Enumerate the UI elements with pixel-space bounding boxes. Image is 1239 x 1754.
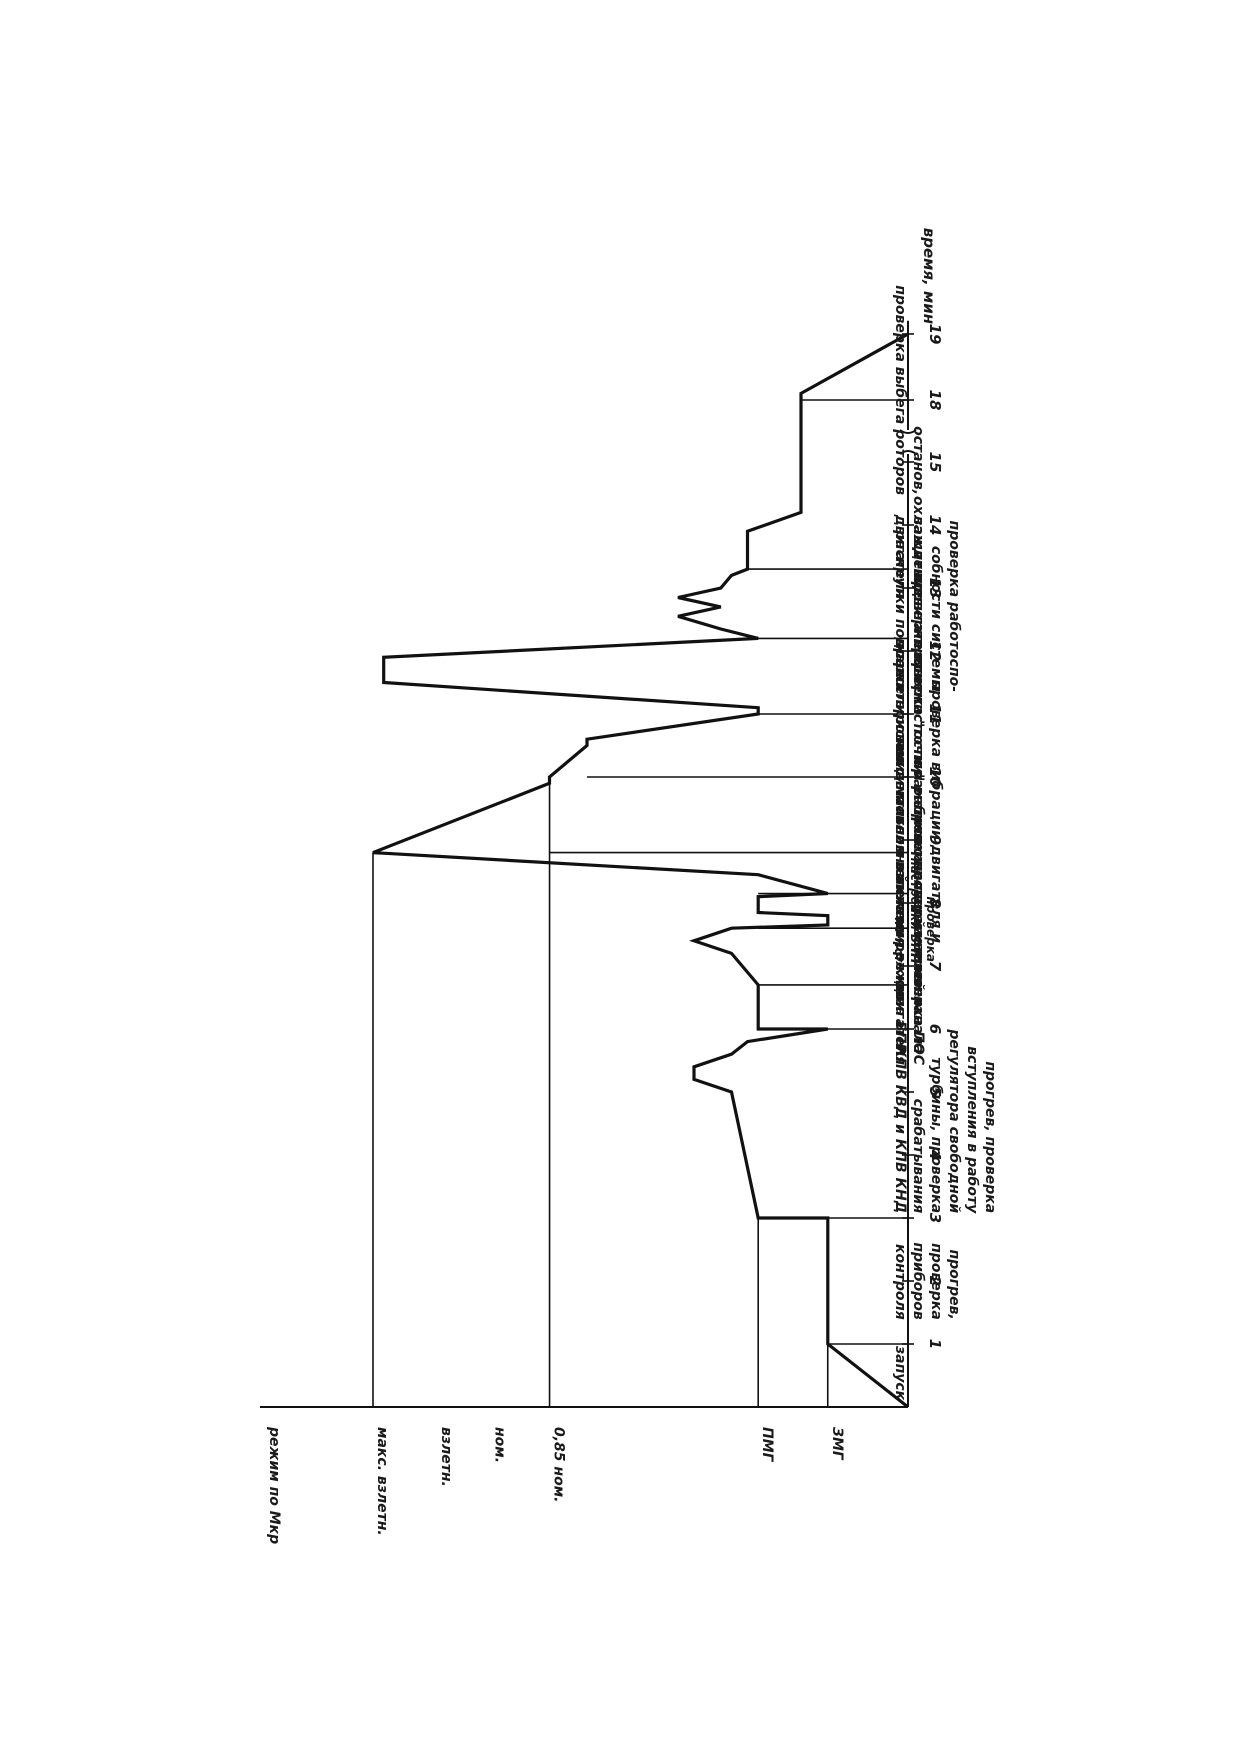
phase-annotation-line: приборов bbox=[910, 1242, 926, 1320]
phase-annotation-line: запуск bbox=[892, 1345, 908, 1401]
y-level-label-text: ПМГ bbox=[759, 1427, 775, 1463]
phase-annotation-line: по Пст bbox=[892, 917, 906, 963]
phase-annotation-line: охлаждение bbox=[910, 496, 926, 598]
phase-annotation-line: дросселирования bbox=[892, 636, 908, 781]
y-axis-label-text: режим по Мкр bbox=[266, 1426, 282, 1544]
phase-annotation-line: снижения режима БПР bbox=[892, 867, 908, 1054]
y-level-label: 0,85 ном. bbox=[551, 1427, 567, 1502]
phase-annotation-line: КПВ КВД и КПВ КНД bbox=[892, 1046, 908, 1213]
x-tick-label: 3 bbox=[926, 1213, 944, 1223]
x-tick-label: 8 bbox=[926, 898, 944, 908]
phase-annotation-line: проверка ПОС bbox=[910, 950, 926, 1066]
y-level-label-text: 0,85 ном. bbox=[551, 1427, 567, 1502]
x-tick-label: 13 bbox=[926, 578, 944, 599]
x-tick-label: 10 bbox=[926, 767, 944, 788]
level-reference-lines bbox=[372, 783, 829, 1407]
phase-annotation-line: проверка работоспо- bbox=[946, 521, 962, 693]
phase-annotation-line: характеристик двигателя bbox=[892, 643, 908, 853]
x-tick-label: 19 bbox=[926, 324, 944, 345]
phase-annotation-line: регулятора свободной bbox=[946, 1028, 962, 1213]
phase-annotation-line: максимальном взлетном режиме bbox=[892, 737, 908, 1006]
y-level-label: взлетн. bbox=[438, 1427, 454, 1487]
y-level-label: макс. взлетн. bbox=[374, 1427, 390, 1536]
x-tick-label: 1 bbox=[926, 1339, 944, 1349]
phase-annotation-line: прогрев, bbox=[946, 1249, 962, 1319]
y-level-label: ном. bbox=[492, 1427, 508, 1463]
axis-break-mark bbox=[899, 450, 917, 455]
phase-annotation-line: двигателя bbox=[892, 980, 908, 1065]
x-axis-label: время, мин bbox=[920, 228, 938, 324]
phase-annotation-line: проверка bbox=[928, 1243, 944, 1320]
phase-annotation-line: собности системы bbox=[928, 546, 944, 693]
phase-annotation-line: настройки БПР bbox=[908, 858, 922, 963]
x-tick-label: 4 bbox=[926, 1149, 944, 1160]
phase-annotation-line: проверка "точки" рабочих bbox=[910, 639, 926, 855]
x-tick-label: 15 bbox=[926, 452, 944, 473]
x-tick-label: 2 bbox=[926, 1276, 944, 1286]
x-tick-label: 6 bbox=[926, 1024, 944, 1034]
phase-annotation-line: контроля bbox=[892, 1244, 908, 1320]
x-tick-label: 12 bbox=[926, 641, 944, 662]
phase-annotation-line: проверка параметров на bbox=[910, 804, 926, 1006]
phase-annotation-line: вступления в работу bbox=[964, 1046, 980, 1214]
phase-separators bbox=[549, 399, 909, 1408]
phase-annotation-line: останов, bbox=[910, 426, 926, 495]
phase-annotation-line: прогрев, проверка bbox=[982, 1061, 998, 1213]
phase-annotation: запуск bbox=[892, 1345, 908, 1401]
phase-annotation-line: турбины, проверка bbox=[928, 1057, 944, 1213]
phase-annotation-line: параметров масляной и bbox=[910, 750, 926, 943]
x-tick-label: 18 bbox=[926, 390, 944, 411]
phase-annotation-line: проверка вибрации двигателя и bbox=[928, 680, 944, 943]
x-tick-label: 7 bbox=[926, 961, 944, 972]
x-tick-label: 14 bbox=[926, 515, 944, 536]
phase-annotation-line: защиты двигателя от bbox=[910, 516, 926, 693]
y-axis-label: режим по Мкр bbox=[266, 1426, 282, 1544]
y-level-labels: режим по Мкр ЗМГ ПМГ 0,85 ном. ном. взлетн. ма… bbox=[266, 1426, 845, 1544]
phase-annotation-line: проверка bbox=[924, 896, 938, 962]
phase-annotation-line: проверка выбега роторов bbox=[892, 285, 908, 495]
phase-annotation-line: срабатывания bbox=[910, 1099, 926, 1214]
axis-break-mark bbox=[899, 429, 917, 434]
y-level-label-text: ЗМГ bbox=[829, 1427, 845, 1461]
phase-annotation: проверка вибрации двигателя ипараметров … bbox=[892, 680, 944, 943]
y-level-label-text: взлетн. bbox=[438, 1427, 454, 1487]
x-tick-label: 9 bbox=[926, 835, 944, 845]
phase-annotation-line: раскрутки помпажа bbox=[892, 529, 908, 692]
series-line bbox=[372, 332, 909, 1409]
phase-annotation-line: топливной систем bbox=[892, 797, 908, 943]
phase-annotation: проверка работоспо-собности системызащит… bbox=[892, 516, 962, 693]
y-level-label-text: ном. bbox=[492, 1427, 508, 1463]
y-level-label: ЗМГ bbox=[829, 1427, 845, 1461]
phase-annotation-line: двигателя bbox=[892, 513, 908, 598]
x-tick-label: 11 bbox=[926, 704, 944, 725]
phase-annotation-line: проверка целей канала bbox=[910, 860, 926, 1054]
phase-annotations: запускпрогрев,проверкаприборовконтроляпр… bbox=[892, 285, 998, 1400]
y-level-label: ПМГ bbox=[759, 1427, 775, 1463]
phase-annotation-line: проверка приемистости и bbox=[910, 572, 926, 781]
axes bbox=[260, 320, 917, 1408]
y-level-label-text: макс. взлетн. bbox=[374, 1427, 390, 1536]
x-tick-label: 5 bbox=[926, 1087, 944, 1097]
phase-annotation: останов,проверка выбега роторов bbox=[892, 285, 926, 495]
